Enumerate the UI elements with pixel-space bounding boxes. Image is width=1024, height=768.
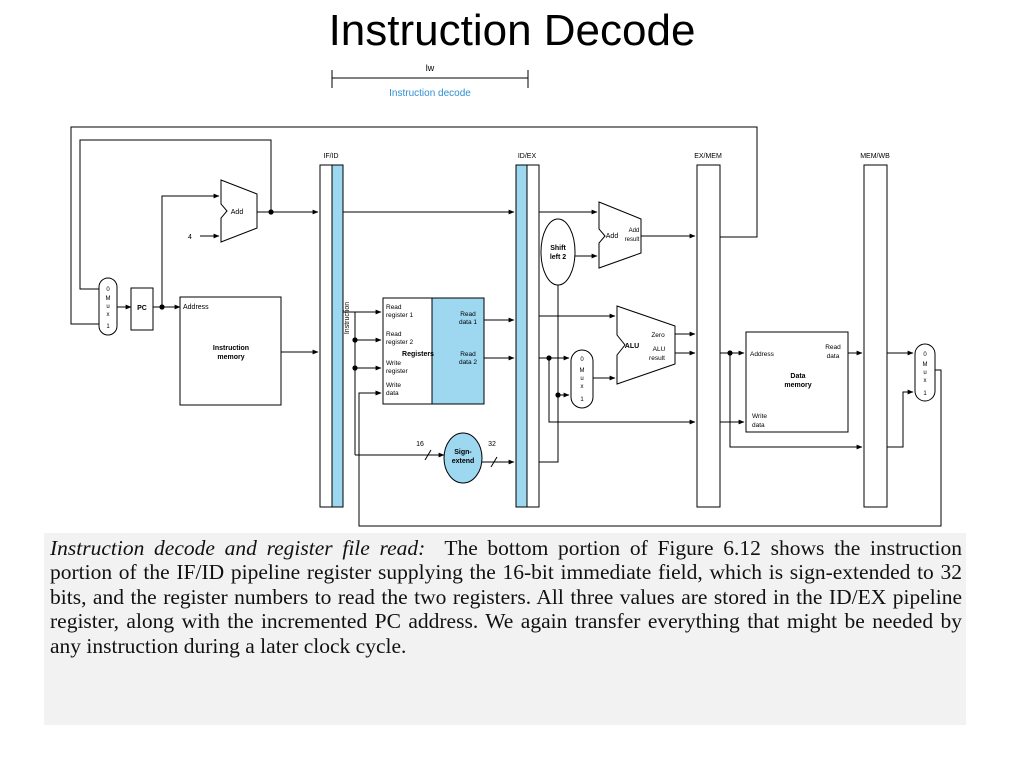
svg-text:Add: Add <box>606 233 619 240</box>
svg-text:ALU: ALU <box>625 343 639 350</box>
svg-text:Add: Add <box>629 228 640 234</box>
svg-text:ALU: ALU <box>653 346 666 353</box>
svg-text:M: M <box>580 368 585 374</box>
svg-text:Registers: Registers <box>402 351 434 358</box>
fetch-adder: Add <box>220 179 258 243</box>
svg-text:data: data <box>827 353 840 360</box>
svg-text:memory: memory <box>784 382 811 389</box>
svg-text:Sign-: Sign- <box>454 449 472 456</box>
svg-text:Write: Write <box>386 360 401 367</box>
wires <box>70 126 942 527</box>
svg-text:extend: extend <box>452 458 475 465</box>
pipeline-register-ex-mem <box>696 164 721 508</box>
svg-text:1: 1 <box>580 397 584 403</box>
svg-text:Write: Write <box>752 413 767 420</box>
program-counter: PC <box>130 287 154 331</box>
svg-text:register: register <box>386 368 409 375</box>
pipeline-label-mem-wb: MEM/WB <box>860 153 890 160</box>
svg-text:Read: Read <box>460 311 476 318</box>
svg-text:x: x <box>581 384 584 390</box>
svg-text:Read: Read <box>825 344 841 351</box>
bus-slash-out <box>490 456 498 468</box>
svg-text:data: data <box>752 422 765 429</box>
branch-adder: Add Add result <box>598 201 642 269</box>
svg-text:Add: Add <box>231 209 244 216</box>
svg-text:Write: Write <box>386 382 401 389</box>
svg-text:Instruction: Instruction <box>213 345 249 352</box>
svg-text:0: 0 <box>923 352 927 358</box>
svg-text:Read: Read <box>386 331 402 338</box>
sign-extend-unit: Sign- extend <box>443 432 483 484</box>
caption-paragraph: Instruction decode and register file rea… <box>44 533 966 658</box>
svg-text:M: M <box>106 296 111 302</box>
svg-text:Read: Read <box>386 304 402 311</box>
stage-bracket: lw Instruction decode <box>331 63 529 99</box>
svg-text:u: u <box>106 304 109 310</box>
svg-text:u: u <box>923 370 926 376</box>
datapath-diagram: lw Instruction decode IF/ID ID/EX EX/MEM… <box>70 63 942 527</box>
svg-text:Address: Address <box>183 304 209 311</box>
svg-text:PC: PC <box>137 305 147 312</box>
svg-text:data 1: data 1 <box>459 319 477 326</box>
pipeline-label-id-ex: ID/EX <box>518 153 537 160</box>
caption-body: The bottom portion of Figure 6.12 shows … <box>50 536 962 658</box>
svg-text:x: x <box>924 378 927 384</box>
caption-lead: Instruction decode and register file rea… <box>50 536 426 560</box>
pipeline-label-ex-mem: EX/MEM <box>694 153 722 160</box>
pipeline-label-if-id: IF/ID <box>323 153 338 160</box>
svg-text:result: result <box>649 355 665 362</box>
svg-text:1: 1 <box>923 391 927 397</box>
svg-text:left 2: left 2 <box>550 254 566 261</box>
svg-text:x: x <box>107 312 110 318</box>
wire-junctions <box>159 209 733 398</box>
bus-width-in: 16 <box>416 441 424 448</box>
svg-text:register 2: register 2 <box>386 339 413 346</box>
svg-text:data: data <box>386 390 399 397</box>
bus-width-out: 32 <box>488 441 496 448</box>
slide-title: Instruction Decode <box>328 6 696 55</box>
svg-text:Data: Data <box>790 373 805 380</box>
alu: ALU Zero ALU result <box>616 305 676 385</box>
writeback-mux: 0 M u x 1 <box>914 343 936 402</box>
instruction-label: Instruction <box>344 302 351 334</box>
stage-instruction: lw <box>426 63 435 73</box>
pipeline-register-if-id <box>319 164 344 508</box>
svg-text:1: 1 <box>106 324 110 330</box>
pipeline-register-id-ex <box>515 164 540 508</box>
svg-text:Address: Address <box>750 351 775 358</box>
svg-text:result: result <box>625 237 640 243</box>
svg-text:0: 0 <box>580 357 584 363</box>
svg-text:memory: memory <box>217 354 244 361</box>
svg-text:register 1: register 1 <box>386 312 413 319</box>
svg-text:0: 0 <box>106 287 110 293</box>
alu-mux: 0 M u x 1 <box>570 349 594 409</box>
svg-text:M: M <box>923 362 928 368</box>
stage-name: Instruction decode <box>389 88 471 99</box>
data-memory: Address Read data Data memory Write data <box>745 331 849 433</box>
pipeline-register-mem-wb <box>863 164 888 508</box>
svg-text:data 2: data 2 <box>459 359 477 366</box>
svg-text:u: u <box>580 376 583 382</box>
register-file: Read register 1 Read register 2 Write re… <box>382 297 485 405</box>
instruction-memory: Address Instruction memory <box>179 296 282 406</box>
svg-text:Shift: Shift <box>550 245 566 252</box>
pc-mux: 0 M u x 1 <box>98 277 118 336</box>
bus-slash-in <box>424 449 432 461</box>
constant-four: 4 <box>188 234 192 241</box>
svg-text:Zero: Zero <box>651 332 665 339</box>
shift-left-unit: Shift left 2 <box>540 218 576 286</box>
caption-block: Instruction decode and register file rea… <box>44 533 966 725</box>
svg-text:Read: Read <box>460 351 476 358</box>
